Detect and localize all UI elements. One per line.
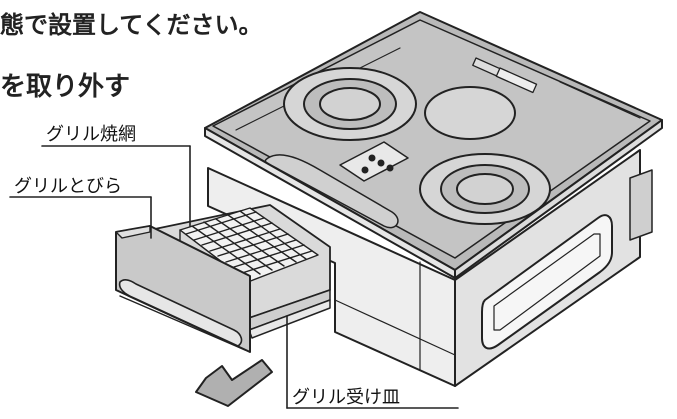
- instruction-heading-line2: を取り外す: [0, 72, 131, 102]
- burner-left: [283, 67, 417, 141]
- burner-center: [424, 86, 516, 140]
- pull-out-arrow-icon: [195, 359, 273, 407]
- grill-net-label: グリル焼網: [46, 124, 136, 144]
- leader-lines: [9, 145, 459, 409]
- burner-right: [419, 153, 551, 225]
- instruction-heading-line1: 態で設置してください。: [0, 11, 263, 39]
- grill-door-label: グリルとびら: [14, 176, 122, 196]
- grill-tray-label: グリル受け皿: [292, 387, 400, 407]
- grill-door: [115, 225, 251, 353]
